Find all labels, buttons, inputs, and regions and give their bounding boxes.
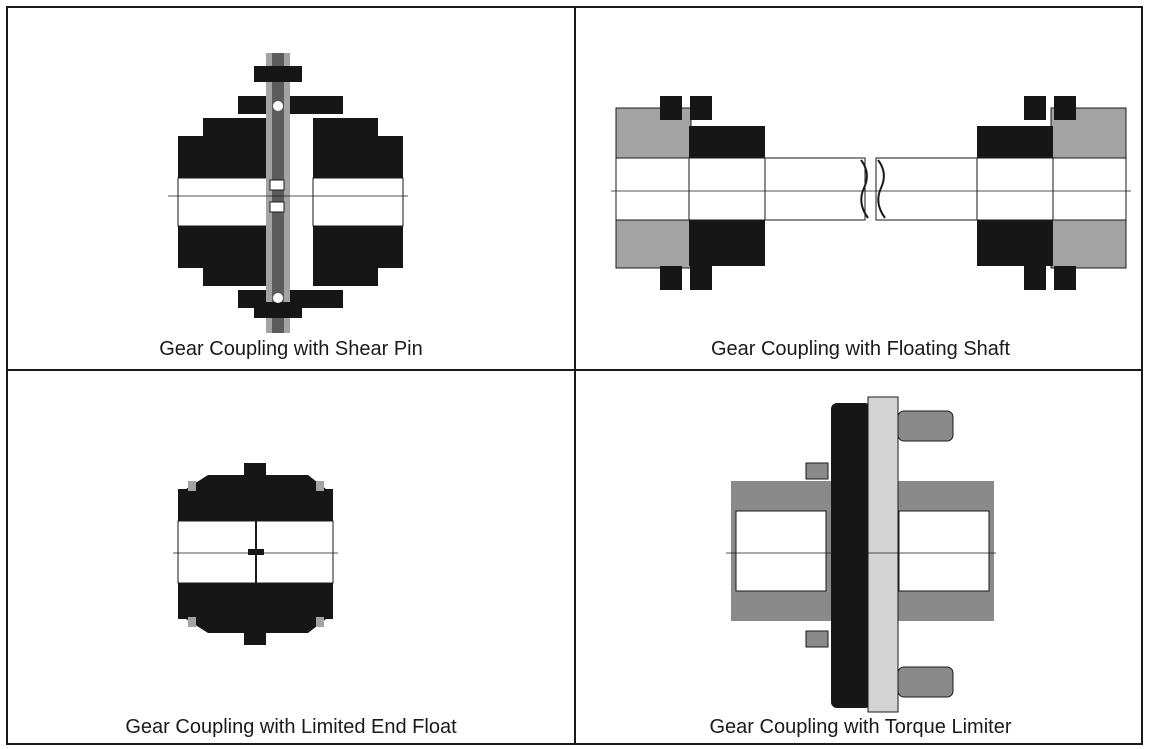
panel-limited-end-float: Gear Coupling with Limited End Float	[8, 371, 574, 745]
panel-shear-pin: Gear Coupling with Shear Pin	[8, 8, 574, 369]
limited-end-float-coupling-drawing	[173, 463, 338, 645]
grid-divider-horizontal	[8, 369, 1141, 371]
caption-torque-limiter: Gear Coupling with Torque Limiter	[709, 716, 1012, 738]
caption-floating-shaft: Gear Coupling with Floating Shaft	[710, 338, 1011, 360]
panel-floating-shaft: Gear Coupling with Floating Shaft	[576, 8, 1145, 369]
panel-torque-limiter: Gear Coupling with Torque Limiter	[576, 371, 1145, 745]
grid-divider-vertical	[574, 8, 576, 743]
floating-shaft-coupling-drawing	[611, 96, 1131, 290]
torque-limiter-coupling-drawing	[726, 396, 996, 713]
shear-pin-coupling-drawing	[168, 53, 408, 333]
caption-shear-pin: Gear Coupling with Shear Pin	[159, 338, 423, 360]
coupling-figure-grid: Gear Coupling with Shear Pin	[6, 6, 1143, 745]
caption-limited-end-float: Gear Coupling with Limited End Float	[125, 716, 457, 738]
